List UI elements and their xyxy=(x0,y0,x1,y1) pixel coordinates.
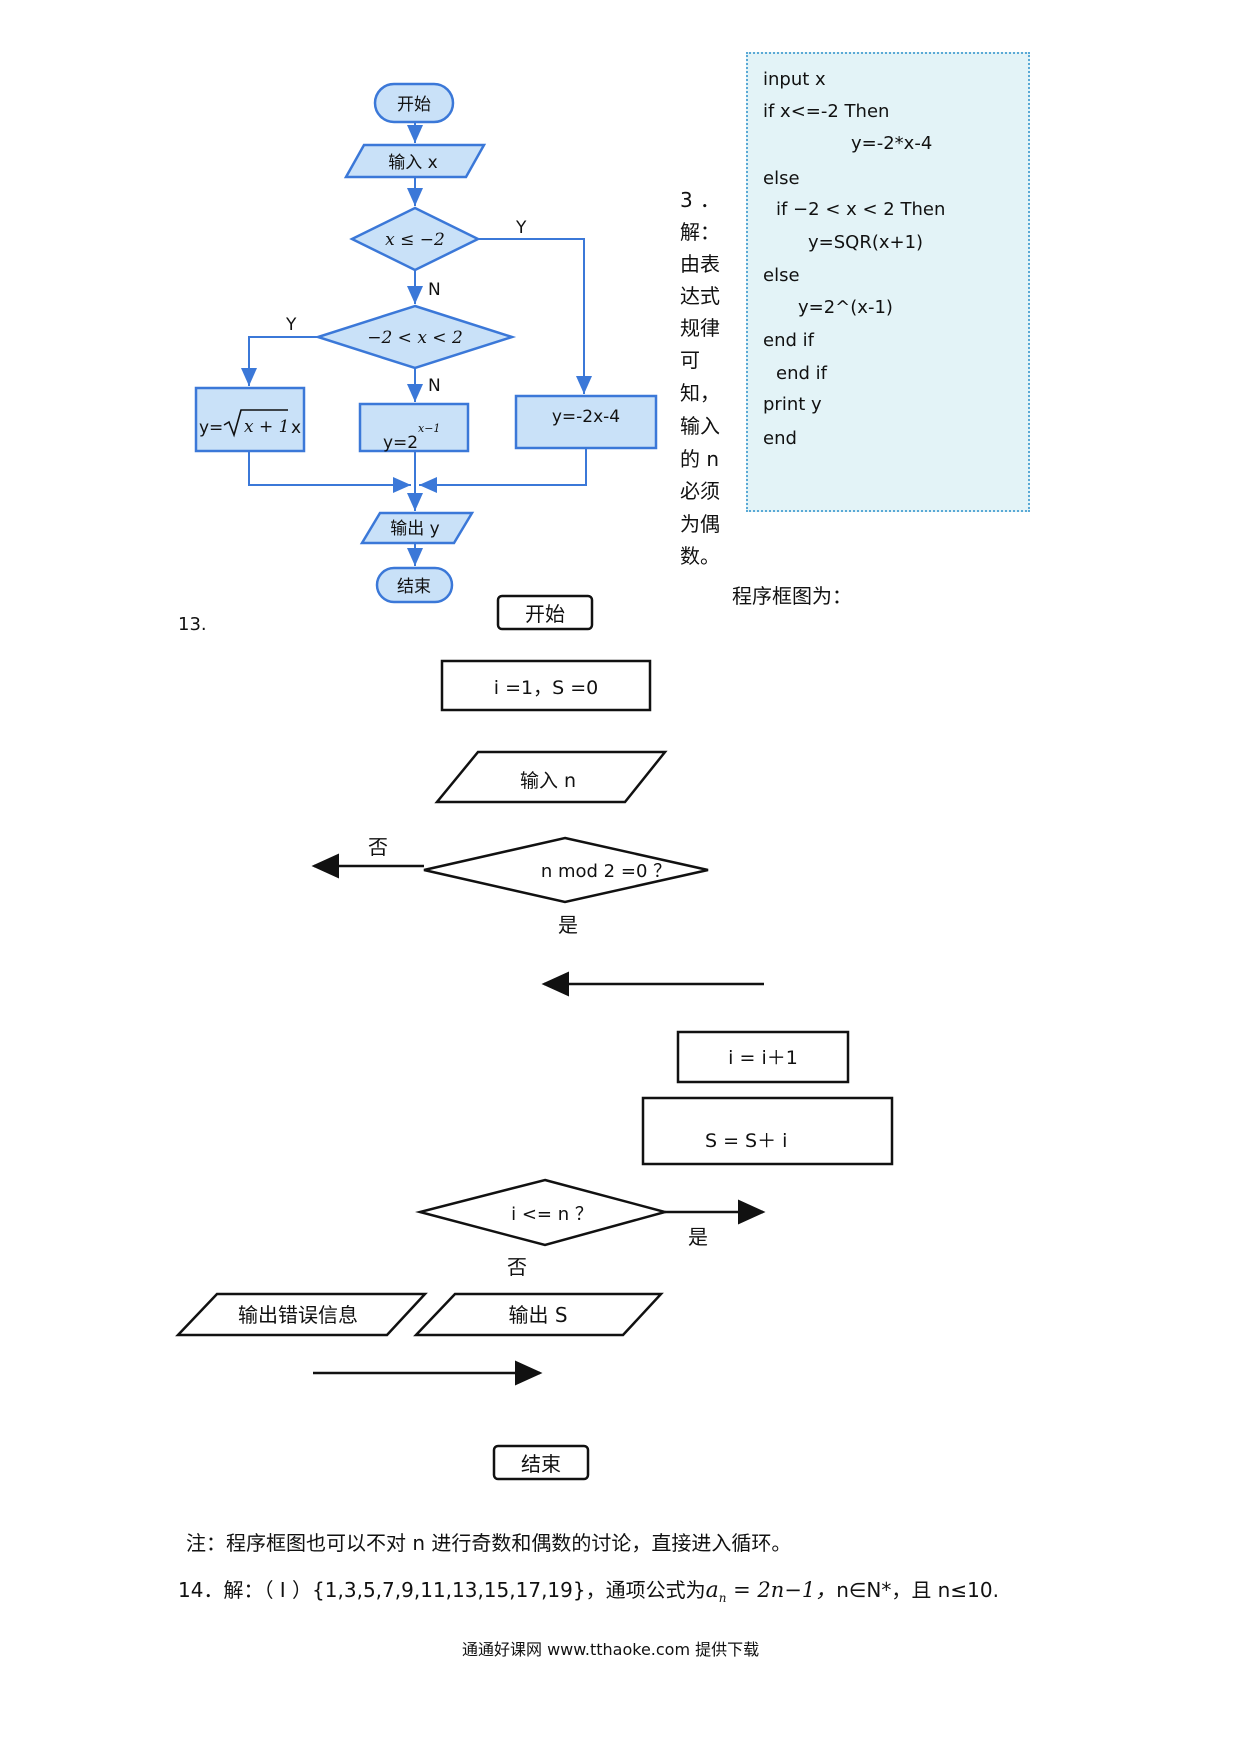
no-label-1: N xyxy=(428,280,441,300)
error-output-label: 输出错误信息 xyxy=(238,1303,358,1327)
problem14-formula: = 2n−1， xyxy=(726,1578,837,1602)
no-label-2: N xyxy=(428,376,441,396)
flowchart-piecewise: 开始 输入 x x ≤ −2 Y N −2 < x < 2 Y N y= x +… xyxy=(194,82,658,604)
parity-decision xyxy=(423,836,709,904)
problem3-char: 规律 xyxy=(680,316,720,340)
yes-label-3: 是 xyxy=(558,913,578,937)
yes-label-2: Y xyxy=(285,315,297,335)
problem3-char: 为偶 xyxy=(680,512,720,536)
problem3-char: 3 xyxy=(680,188,693,212)
sqrt-sign xyxy=(223,409,288,438)
inc-label: i = i＋1 xyxy=(728,1047,798,1069)
output-label: 输出 y xyxy=(390,519,439,539)
problem3-char: 由表 xyxy=(680,252,720,276)
sqrt-suffix: x xyxy=(291,418,301,438)
inc-node xyxy=(676,1030,850,1084)
sum-output-label: 输出 S xyxy=(508,1303,567,1327)
code-line: y=2^(x-1) xyxy=(798,297,893,318)
problem3-char: 达式 xyxy=(680,284,720,308)
code-line: else xyxy=(763,168,800,189)
footer-text: 通通好课网 www.tthaoke.com 提供下载 xyxy=(462,1640,760,1659)
error-output-node xyxy=(175,1292,428,1337)
decision-1-label: x ≤ −2 xyxy=(385,230,445,250)
box-linear xyxy=(514,394,658,450)
code-line: if x<=-2 Then xyxy=(763,101,890,122)
input-node xyxy=(343,143,487,179)
init-label: i =1，S =0 xyxy=(494,677,598,699)
no-label-3: 否 xyxy=(368,835,388,859)
problem14-sub: n xyxy=(718,1591,727,1605)
linear-label: y=-2x-4 xyxy=(552,407,620,427)
note-text: 注：程序框图也可以不对 n 进行奇数和偶数的讨论，直接进入循环。 xyxy=(186,1531,792,1555)
problem3-char: 可 xyxy=(680,348,700,372)
code-line: end if xyxy=(763,330,814,351)
decision-2-label: −2 < x < 2 xyxy=(367,328,463,348)
problem14-prefix: 14．解：（ I ）{1,3,5,7,9,11,13,15,17,19}，通项公… xyxy=(178,1578,706,1602)
code-line: if −2 < x < 2 Then xyxy=(776,199,946,220)
sum-node xyxy=(641,1096,894,1166)
yes-label-1: Y xyxy=(515,218,527,238)
loop-yes-label: 是 xyxy=(688,1225,708,1249)
code-line: y=-2*x-4 xyxy=(851,133,933,154)
loop-no-label: 否 xyxy=(507,1255,527,1279)
problem3-char: ． xyxy=(700,188,720,212)
end-node xyxy=(375,566,454,604)
sqrt-radicand: x + 1 xyxy=(244,417,289,437)
input-label-2: 输入 n xyxy=(520,770,576,792)
pow-base: y=2 xyxy=(383,433,418,453)
start-label-2: 开始 xyxy=(525,602,565,626)
output-node xyxy=(359,511,475,545)
problem3-char: 知， xyxy=(680,381,720,405)
pow-exp: x−1 xyxy=(418,422,440,435)
problem3-char: 解： xyxy=(680,220,720,244)
sum-label: S = S＋ i xyxy=(705,1130,787,1152)
sqrt-prefix: y= xyxy=(199,418,223,438)
code-line: end xyxy=(763,428,797,449)
code-box: input x if x<=-2 Then y=-2*x-4 else if −… xyxy=(746,52,1030,512)
end-label: 结束 xyxy=(397,577,431,597)
problem3-caption: 程序框图为： xyxy=(732,584,852,608)
code-line: input x xyxy=(763,69,826,90)
end-node-2 xyxy=(492,1444,590,1481)
problem14-cond: n∈N*，且 n≤10. xyxy=(836,1578,999,1602)
start-label: 开始 xyxy=(397,95,431,115)
code-line: print y xyxy=(763,394,822,415)
loop-decision xyxy=(415,1178,670,1247)
code-line: else xyxy=(763,265,800,286)
loop-label: i <= n ？ xyxy=(511,1204,593,1225)
end-label-2: 结束 xyxy=(521,1452,561,1476)
problem3-char: 输入 xyxy=(680,414,720,438)
code-line: end if xyxy=(776,363,827,384)
init-node xyxy=(440,659,652,712)
input-node-2 xyxy=(434,750,668,804)
problem13-number: 13. xyxy=(178,614,207,635)
input-label: 输入 x xyxy=(388,153,437,173)
box-pow xyxy=(358,402,470,453)
problem3-char: 必须 xyxy=(680,479,720,503)
problem14-text: 14．解：（ I ）{1,3,5,7,9,11,13,15,17,19}，通项公… xyxy=(178,1574,999,1605)
parity-label: n mod 2 =0 ？ xyxy=(541,861,671,882)
sum-output-node xyxy=(413,1292,664,1337)
start-node-2 xyxy=(496,594,594,631)
code-line: y=SQR(x+1) xyxy=(808,232,924,253)
box-sqrt xyxy=(194,386,306,453)
problem3-char: 的 n xyxy=(680,447,720,471)
problem14-an: a xyxy=(705,1578,719,1603)
problem3-char: 数。 xyxy=(680,544,720,568)
